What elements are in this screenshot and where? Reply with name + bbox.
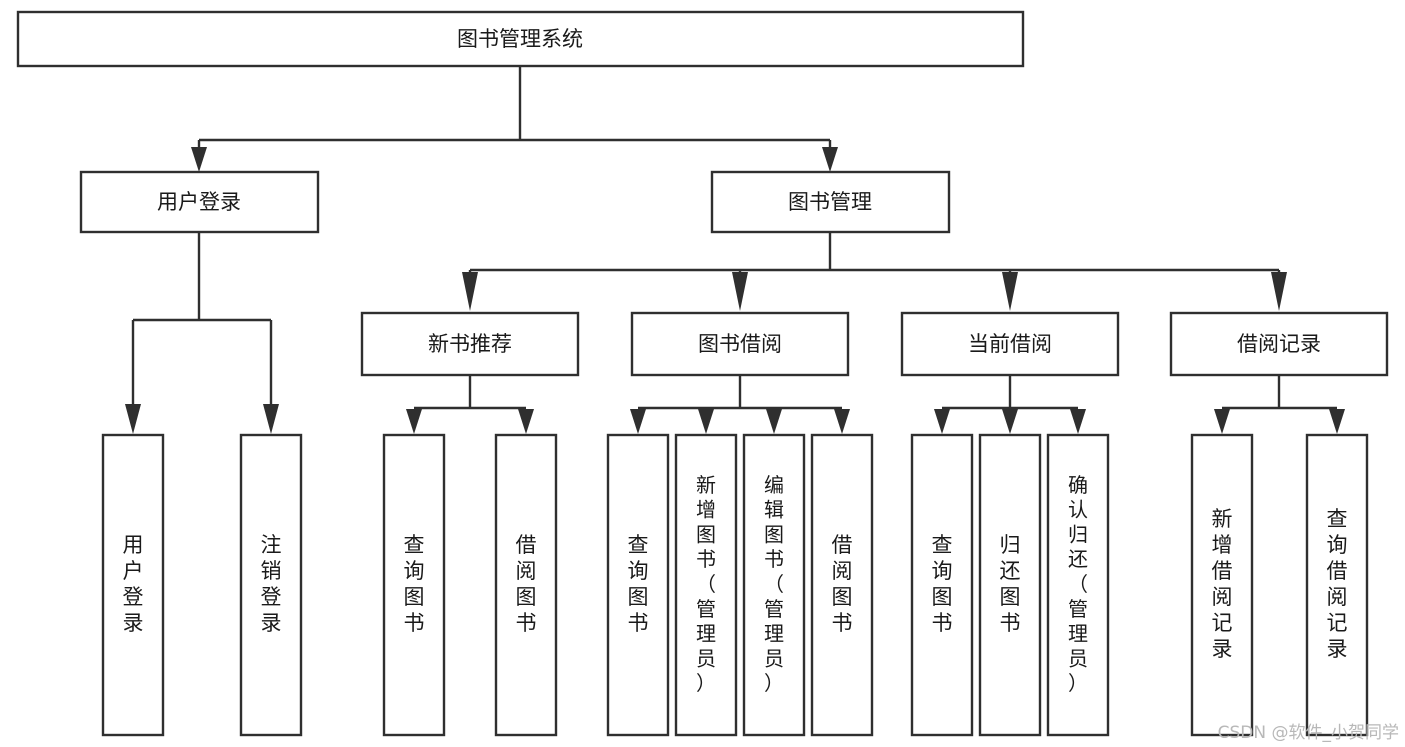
arrow-head-leaf-edit-book: [766, 409, 782, 434]
node-leaf-query-book-1-box[interactable]: [382, 433, 446, 737]
node-leaf-confirm-return[interactable]: 确认归还（管理员）: [1046, 433, 1110, 737]
arrow-head-borrow-record: [1271, 272, 1287, 311]
node-leaf-add-book-box[interactable]: [674, 433, 738, 737]
node-current-borrow-label: 当前借阅: [968, 332, 1052, 356]
node-user-login-label: 用户登录: [157, 190, 241, 214]
node-leaf-add-record[interactable]: 新增借阅记录: [1190, 433, 1254, 737]
arrow-head-leaf-query-book-1: [406, 409, 422, 434]
node-book-borrow[interactable]: 图书借阅: [630, 311, 850, 377]
node-leaf-borrow-book-2-label: 借阅图书: [832, 533, 853, 635]
node-leaf-return-book-box[interactable]: [978, 433, 1042, 737]
node-leaf-user-login[interactable]: 用户登录: [101, 433, 165, 737]
arrow-head-new-book: [462, 272, 478, 311]
node-leaf-query-book-1[interactable]: 查询图书: [382, 433, 446, 737]
node-book-management[interactable]: 图书管理: [710, 170, 951, 234]
node-leaf-query-book-2-box[interactable]: [606, 433, 670, 737]
node-current-borrow-box[interactable]: [900, 311, 1120, 377]
arrow-head-book-borrow: [732, 272, 748, 311]
node-leaf-borrow-book-1-box[interactable]: [494, 433, 558, 737]
arrow-head-current-borrow: [1002, 272, 1018, 311]
node-leaf-query-book-2-label: 查询图书: [628, 533, 649, 635]
node-book-management-box[interactable]: [710, 170, 951, 234]
node-borrow-record-label: 借阅记录: [1237, 332, 1321, 356]
node-root[interactable]: 图书管理系统: [16, 10, 1025, 68]
node-borrow-record-box[interactable]: [1169, 311, 1389, 377]
node-user-login[interactable]: 用户登录: [79, 170, 320, 234]
node-leaf-add-record-box[interactable]: [1190, 433, 1254, 737]
node-leaf-user-login-label: 用户登录: [123, 533, 144, 635]
node-new-book-recommend-box[interactable]: [360, 311, 580, 377]
arrow-head-leaf-confirm-return: [1070, 409, 1086, 434]
node-leaf-edit-book-box[interactable]: [742, 433, 806, 737]
node-leaf-borrow-book-1-label: 借阅图书: [516, 533, 537, 635]
node-leaf-confirm-return-box[interactable]: [1046, 433, 1110, 737]
arrow-head-leaf-add-book: [698, 409, 714, 434]
connector-layer: [125, 66, 1345, 434]
arrow-head-leaf-borrow-book-2: [834, 409, 850, 434]
node-leaf-query-record-label: 查询借阅记录: [1327, 507, 1348, 661]
node-book-borrow-label: 图书借阅: [698, 332, 782, 356]
node-user-login-box[interactable]: [79, 170, 320, 234]
arrow-head-leaf-query-book-3: [934, 409, 950, 434]
arrow-head-leaf-borrow-book-1: [518, 409, 534, 434]
node-leaf-query-book-2[interactable]: 查询图书: [606, 433, 670, 737]
node-leaf-add-book[interactable]: 新增图书（管理员）: [674, 433, 738, 737]
node-current-borrow[interactable]: 当前借阅: [900, 311, 1120, 377]
node-leaf-return-book[interactable]: 归还图书: [978, 433, 1042, 737]
node-leaf-confirm-return-label: 确认归还（管理员）: [1068, 472, 1088, 694]
node-leaf-logout-login-label: 注销登录: [261, 533, 282, 635]
node-leaf-borrow-book-1[interactable]: 借阅图书: [494, 433, 558, 737]
node-leaf-edit-book[interactable]: 编辑图书（管理员）: [742, 433, 806, 737]
node-book-management-label: 图书管理: [788, 190, 872, 214]
node-root-label: 图书管理系统: [457, 27, 583, 51]
arrow-head-book-management: [822, 147, 838, 172]
node-leaf-borrow-book-2[interactable]: 借阅图书: [810, 433, 874, 737]
node-leaf-add-book-label: 新增图书（管理员）: [696, 472, 716, 694]
node-leaf-query-record-box[interactable]: [1305, 433, 1369, 737]
node-leaf-query-book-3[interactable]: 查询图书: [910, 433, 974, 737]
node-leaf-query-record[interactable]: 查询借阅记录: [1305, 433, 1369, 737]
arrow-head-leaf-add-record: [1214, 409, 1230, 434]
node-leaf-edit-book-label: 编辑图书（管理员）: [764, 472, 784, 694]
node-new-book-recommend[interactable]: 新书推荐: [360, 311, 580, 377]
node-book-borrow-box[interactable]: [630, 311, 850, 377]
node-leaf-return-book-label: 归还图书: [1000, 533, 1021, 635]
arrow-head-leaf-user-login: [125, 404, 141, 434]
node-borrow-record[interactable]: 借阅记录: [1169, 311, 1389, 377]
arrow-head-leaf-query-record: [1329, 409, 1345, 434]
node-leaf-user-login-box[interactable]: [101, 433, 165, 737]
arrow-head-user-login: [191, 147, 207, 172]
node-leaf-logout-login-box[interactable]: [239, 433, 303, 737]
node-leaf-add-record-label: 新增借阅记录: [1212, 507, 1233, 661]
node-new-book-recommend-label: 新书推荐: [428, 332, 512, 356]
node-root-box[interactable]: [16, 10, 1025, 68]
node-leaf-query-book-1-label: 查询图书: [404, 533, 425, 635]
node-leaf-query-book-3-box[interactable]: [910, 433, 974, 737]
arrow-head-leaf-query-book-2: [630, 409, 646, 434]
arrow-head-leaf-return-book: [1002, 409, 1018, 434]
arrow-head-leaf-logout-login: [263, 404, 279, 434]
node-leaf-borrow-book-2-box[interactable]: [810, 433, 874, 737]
node-leaf-query-book-3-label: 查询图书: [932, 533, 953, 635]
node-leaf-logout-login[interactable]: 注销登录: [239, 433, 303, 737]
